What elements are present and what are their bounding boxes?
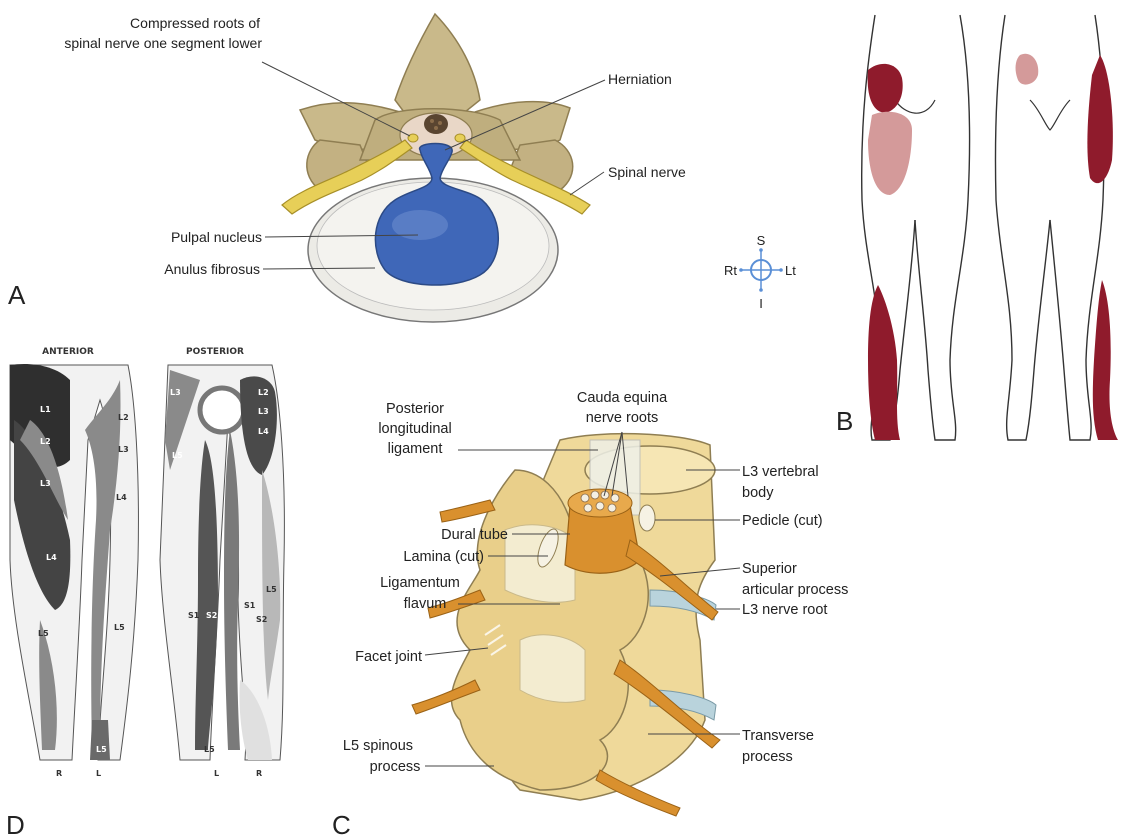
label-pedicle: Pedicle (cut) bbox=[742, 513, 823, 529]
label-l3-body-1: L3 vertebral bbox=[742, 464, 819, 480]
label-l3-body-2: body bbox=[742, 485, 774, 501]
derm-post-l5-foot: L5 bbox=[204, 745, 215, 754]
orient-right: Rt bbox=[724, 263, 737, 278]
foot-l-post: L bbox=[214, 769, 219, 778]
label-herniation: Herniation bbox=[608, 71, 672, 87]
derm-ant-l1: L1 bbox=[40, 405, 51, 414]
derm-post-l4: L4 bbox=[258, 427, 269, 436]
derm-ant-l4-left: L4 bbox=[46, 553, 57, 562]
panel-letter-c: C bbox=[332, 810, 351, 840]
foot-r-post: R bbox=[256, 769, 262, 778]
label-l5-spinous-1: L5 spinous bbox=[343, 738, 413, 754]
orientation-compass: S I Rt Lt bbox=[724, 233, 796, 311]
label-anulus-fibrosus: Anulus fibrosus bbox=[164, 261, 260, 277]
label-cauda-1: Cauda equina bbox=[577, 390, 668, 406]
foot-r-ant: R bbox=[56, 769, 62, 778]
derm-ant-l3-left: L3 bbox=[40, 479, 51, 488]
label-transverse-1: Transverse bbox=[742, 728, 814, 744]
orient-superior: S bbox=[757, 233, 766, 248]
derm-post-s2-left: S2 bbox=[206, 611, 217, 620]
orient-left: Lt bbox=[785, 263, 796, 278]
heading-posterior: POSTERIOR bbox=[186, 347, 244, 357]
panel-letter-a: A bbox=[8, 280, 26, 310]
label-cauda-2: nerve roots bbox=[586, 410, 659, 426]
label-lig-flavum-2: flavum bbox=[404, 596, 447, 612]
derm-ant-l2-left: L2 bbox=[40, 437, 51, 446]
derm-ant-l4-right: L4 bbox=[116, 493, 127, 502]
derm-post-l2: L2 bbox=[258, 388, 269, 397]
label-superior-articular-1: Superior bbox=[742, 561, 797, 577]
derm-ant-l5-right: L5 bbox=[114, 623, 125, 632]
label-pll-3: ligament bbox=[388, 441, 443, 457]
label-lig-flavum-1: Ligamentum bbox=[380, 575, 460, 591]
derm-ant-l5-left: L5 bbox=[38, 629, 49, 638]
derm-ant-l3-right: L3 bbox=[118, 445, 129, 454]
derm-post-l3r: L3 bbox=[258, 407, 269, 416]
derm-post-l3: L3 bbox=[170, 388, 181, 397]
derm-post-l5: L5 bbox=[172, 451, 183, 460]
label-compressed-roots-1: Compressed roots of bbox=[130, 15, 260, 31]
orient-inferior: I bbox=[759, 296, 763, 311]
derm-post-l5-right: L5 bbox=[266, 585, 277, 594]
label-pulpal-nucleus: Pulpal nucleus bbox=[171, 229, 262, 245]
panel-a-vertebra-illustration bbox=[282, 14, 590, 322]
label-l5-spinous-2: process bbox=[370, 759, 421, 775]
panel-c-lumbar-spine-illustration bbox=[412, 434, 720, 816]
panel-letter-b: B bbox=[836, 406, 853, 436]
panel-b-legs-illustration: B bbox=[836, 15, 1118, 440]
derm-post-s2-right: S2 bbox=[256, 615, 267, 624]
label-l3-nerve-root: L3 nerve root bbox=[742, 602, 827, 618]
derm-ant-l5-foot: L5 bbox=[96, 745, 107, 754]
label-facet-joint: Facet joint bbox=[355, 649, 422, 665]
derm-post-s1-left: S1 bbox=[188, 611, 200, 620]
label-dural-tube: Dural tube bbox=[441, 527, 508, 543]
panel-d-dermatomes: ANTERIOR POSTERIOR L1 L2 L3 L4 L5 L2 L3 … bbox=[6, 347, 284, 840]
panel-letter-d: D bbox=[6, 810, 25, 840]
label-superior-articular-2: articular process bbox=[742, 582, 848, 598]
label-pll-2: longitudinal bbox=[378, 421, 451, 437]
derm-ant-l2-right: L2 bbox=[118, 413, 129, 422]
label-lamina: Lamina (cut) bbox=[403, 549, 484, 565]
foot-l-ant: L bbox=[96, 769, 101, 778]
label-spinal-nerve: Spinal nerve bbox=[608, 164, 686, 180]
derm-post-s1-right: S1 bbox=[244, 601, 256, 610]
label-compressed-roots-2: spinal nerve one segment lower bbox=[64, 35, 262, 51]
label-pll-1: Posterior bbox=[386, 401, 444, 417]
label-transverse-2: process bbox=[742, 749, 793, 765]
heading-anterior: ANTERIOR bbox=[42, 347, 94, 357]
